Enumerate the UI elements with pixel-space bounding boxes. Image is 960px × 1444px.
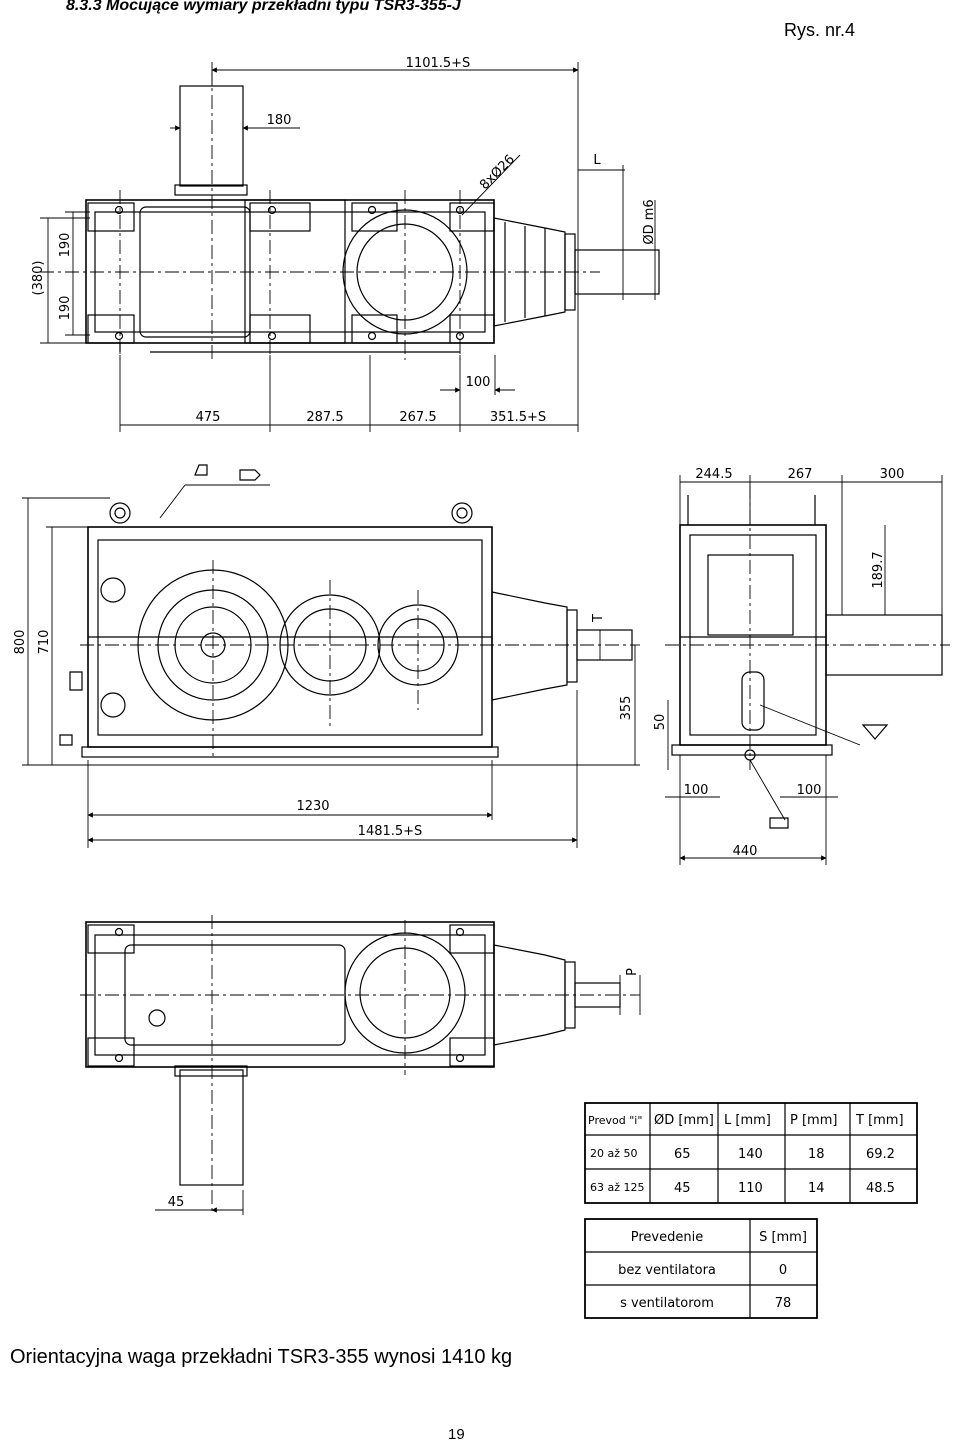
dim-shaft-diameter: ØD m6 <box>642 199 657 244</box>
dim-287-5: 287.5 <box>306 410 343 425</box>
dim-244-5: 244.5 <box>695 467 732 482</box>
table1-header-ratio: Prevod "i" <box>588 1114 642 1127</box>
dim-267-5: 267.5 <box>399 410 436 425</box>
dim-380: (380) <box>31 261 46 296</box>
table-ratio-dimensions <box>584 1102 918 1204</box>
top-housing <box>85 199 495 344</box>
table2-row2-s: 78 <box>775 1296 792 1311</box>
table1-row1-t: 69.2 <box>866 1147 895 1162</box>
dim-50: 50 <box>653 714 668 731</box>
table1-row2-p: 14 <box>808 1181 825 1196</box>
top-view <box>40 62 660 432</box>
section-title: 8.3.3 Mocujące wymiary przekładni typu T… <box>66 0 461 14</box>
dim-351-5-s: 351.5+S <box>490 410 546 425</box>
table-fan-variant <box>584 1218 818 1319</box>
table1-row1-d: 65 <box>674 1147 691 1162</box>
dim-800: 800 <box>13 630 28 655</box>
table2-header-s: S [mm] <box>759 1230 807 1245</box>
dim-L: L <box>593 153 601 168</box>
dim-100-top: 100 <box>466 375 491 390</box>
weight-caption: Orientacyjna waga przekładni TSR3-355 wy… <box>10 1346 513 1368</box>
bottom-view <box>80 915 641 1215</box>
table1-row1-p: 18 <box>808 1147 825 1162</box>
table2-row1-variant: bez ventilatora <box>618 1263 716 1278</box>
side-view <box>665 475 950 865</box>
dim-710: 710 <box>37 630 52 655</box>
dim-45: 45 <box>168 1195 185 1210</box>
dim-189-7: 189.7 <box>871 551 886 588</box>
table1-row1-ratio: 20 až 50 <box>590 1147 638 1160</box>
dim-P: P <box>625 968 640 976</box>
table1-header-p: P [mm] <box>790 1113 837 1128</box>
dim-440: 440 <box>733 844 758 859</box>
dim-bolt-holes: 8xØ26 <box>477 152 518 193</box>
bottom-output-cone <box>493 944 566 1046</box>
table2-header-variant: Prevedenie <box>631 1230 703 1245</box>
dim-100-left: 100 <box>684 783 709 798</box>
dim-190-upper: 190 <box>58 233 73 258</box>
dim-overall-length: 1101.5+S <box>406 56 471 71</box>
table1-row2-ratio: 63 až 125 <box>590 1181 645 1194</box>
dim-1481-5-s: 1481.5+S <box>358 824 423 839</box>
dim-190-lower: 190 <box>58 296 73 321</box>
table1-row2-l: 110 <box>738 1181 763 1196</box>
figure-ref: Rys. nr.4 <box>784 20 856 40</box>
lifting-eye-right <box>451 502 473 524</box>
table1-row1-l: 140 <box>738 1147 763 1162</box>
top-bolt-blocks <box>87 202 495 344</box>
table1-header-l: L [mm] <box>724 1113 771 1128</box>
dim-267: 267 <box>788 467 813 482</box>
table2-row2-variant: s ventilatorom <box>620 1296 714 1311</box>
dim-input-shaft: 180 <box>267 113 292 128</box>
lifting-eye-left <box>109 502 131 524</box>
dim-T: T <box>591 614 606 623</box>
dim-355: 355 <box>619 696 634 721</box>
table1-row2-d: 45 <box>674 1181 691 1196</box>
table2-row1-s: 0 <box>779 1263 787 1278</box>
front-view <box>22 464 640 848</box>
dim-475: 475 <box>196 410 221 425</box>
page-number: 19 <box>448 1426 465 1443</box>
bottom-input-shaft <box>179 1069 244 1186</box>
top-input-shaft <box>179 85 244 187</box>
front-output-cone <box>491 591 568 701</box>
table1-header-t: T [mm] <box>855 1113 904 1128</box>
top-output-shaft <box>574 249 660 295</box>
dim-1230: 1230 <box>296 799 329 814</box>
side-sight-glass <box>741 671 765 731</box>
dim-100-right: 100 <box>797 783 822 798</box>
table1-header-d: ØD [mm] <box>654 1113 714 1128</box>
dim-300: 300 <box>880 467 905 482</box>
front-symbols <box>59 464 261 746</box>
table1-row2-t: 48.5 <box>866 1181 895 1196</box>
